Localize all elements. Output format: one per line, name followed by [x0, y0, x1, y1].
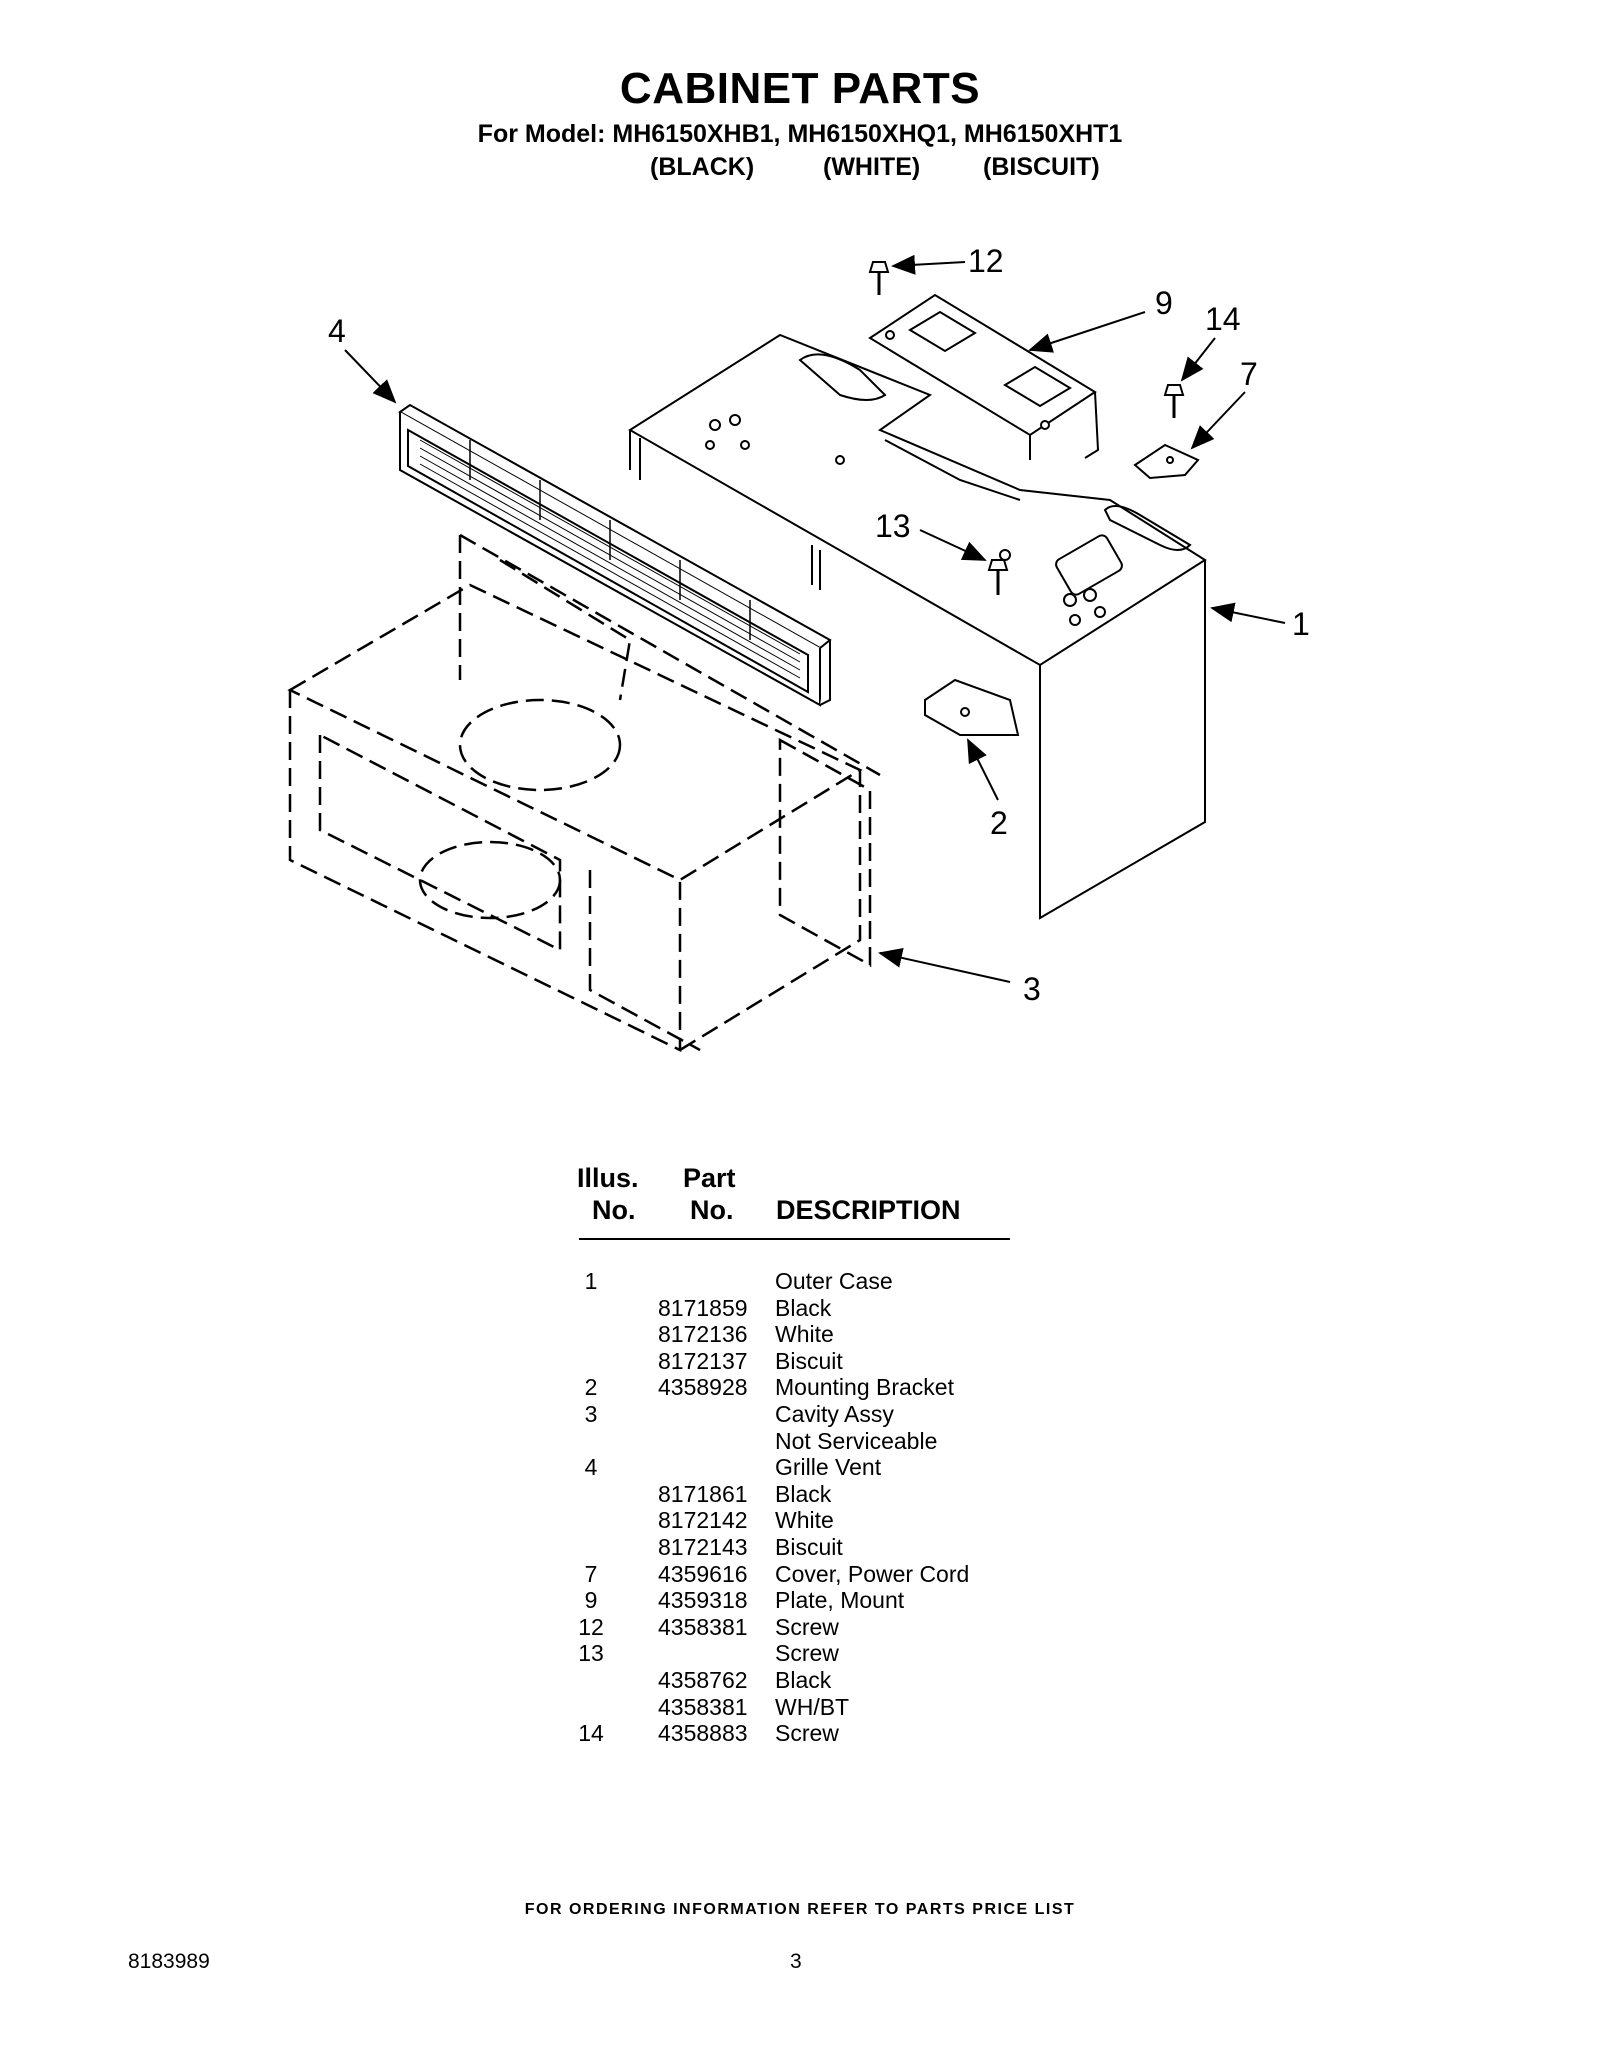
part-description: White — [775, 1507, 834, 1534]
page-number: 3 — [790, 1950, 802, 1973]
part-description: Cover, Power Cord — [775, 1560, 970, 1587]
part-description: Biscuit — [775, 1347, 843, 1374]
color-black: (BLACK) — [650, 153, 755, 181]
header-part-top: Part — [683, 1163, 736, 1193]
screw-14-drawing — [1163, 384, 1185, 418]
exploded-parts-diagram: 12 9 14 7 4 13 1 2 3 — [287, 243, 1310, 1052]
header-description: DESCRIPTION — [776, 1195, 961, 1225]
part-description: Outer Case — [775, 1268, 893, 1294]
document-number: 8183989 — [128, 1950, 210, 1973]
part-number: 8172137 — [658, 1347, 748, 1374]
part-description: Screw — [775, 1720, 839, 1747]
part-description: WH/BT — [775, 1693, 850, 1720]
part-description: Not Serviceable — [775, 1427, 938, 1454]
leader-lines — [344, 254, 1286, 983]
illus-number: 12 — [578, 1613, 604, 1640]
cord-cover-drawing — [1133, 443, 1200, 480]
header-rule — [579, 1238, 1010, 1240]
callout-1: 1 — [1292, 606, 1310, 642]
part-description: Black — [775, 1294, 832, 1321]
illus-number: 3 — [584, 1400, 598, 1427]
part-description: Biscuit — [775, 1533, 843, 1560]
callout-labels: 12 9 14 7 4 13 1 2 3 — [328, 243, 1310, 1007]
page-title: CABINET PARTS — [619, 64, 981, 113]
grille-vent-drawing — [398, 403, 832, 707]
ordering-note: FOR ORDERING INFORMATION REFER TO PARTS … — [524, 1901, 1076, 1918]
callout-4: 4 — [328, 313, 346, 349]
cavity-assy-drawing — [287, 533, 881, 1052]
illus-number: 1 — [584, 1268, 598, 1294]
illus-number: 13 — [578, 1640, 604, 1667]
color-white: (WHITE) — [823, 153, 921, 181]
callout-13: 13 — [875, 508, 911, 544]
part-description: White — [775, 1321, 834, 1348]
callout-14: 14 — [1205, 301, 1241, 337]
part-description: Plate, Mount — [775, 1587, 905, 1614]
part-description: Cavity Assy — [775, 1400, 894, 1427]
illus-number: 14 — [578, 1720, 604, 1747]
part-description: Black — [775, 1666, 832, 1693]
screw-12-drawing — [868, 261, 890, 295]
color-biscuit: (BISCUIT) — [983, 153, 1100, 181]
part-number: 4358381 — [658, 1613, 748, 1640]
part-number: 8172142 — [658, 1507, 748, 1534]
callout-12: 12 — [968, 243, 1004, 279]
part-description: Mounting Bracket — [775, 1374, 954, 1401]
illus-number: 7 — [584, 1560, 598, 1587]
part-number: 4358883 — [658, 1720, 748, 1747]
part-number: 8172136 — [658, 1321, 748, 1348]
callout-3: 3 — [1023, 971, 1041, 1007]
header-illus-top: Illus. — [577, 1163, 639, 1193]
header-part-bottom: No. — [690, 1195, 734, 1225]
mount-plate-drawing — [868, 293, 1100, 460]
part-number: 8172143 — [658, 1533, 748, 1560]
part-description: Grille Vent — [775, 1454, 882, 1481]
screw-13-drawing — [987, 559, 1009, 595]
model-list: For Model: MH6150XHB1, MH6150XHQ1, MH615… — [477, 120, 1123, 148]
part-number: 4358928 — [658, 1374, 748, 1401]
part-number: 4359318 — [658, 1587, 748, 1614]
callout-7: 7 — [1240, 356, 1258, 392]
outer-case-drawing — [628, 333, 1207, 920]
part-number: 4358381 — [658, 1693, 748, 1720]
mounting-bracket-drawing — [924, 678, 1020, 736]
part-number: 8171861 — [658, 1480, 748, 1507]
part-number: 4358762 — [658, 1666, 748, 1693]
part-description: Black — [775, 1480, 832, 1507]
illus-number: 4 — [584, 1454, 598, 1481]
part-description: Screw — [775, 1640, 839, 1667]
callout-2: 2 — [990, 805, 1008, 841]
illus-number: 9 — [584, 1587, 598, 1614]
callout-9: 9 — [1155, 285, 1173, 321]
illus-number: 2 — [584, 1374, 598, 1401]
part-number: 8171859 — [658, 1294, 748, 1321]
part-number: 4359616 — [658, 1560, 748, 1587]
header-illus-bottom: No. — [592, 1195, 636, 1225]
part-description: Screw — [775, 1613, 839, 1640]
